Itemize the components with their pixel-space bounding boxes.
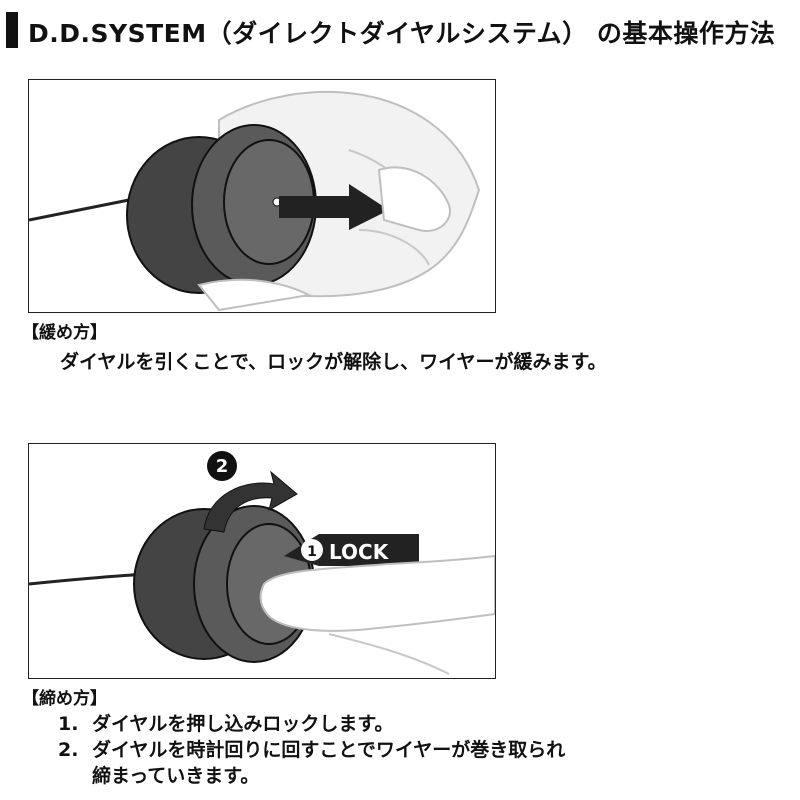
- step-1-badge: [301, 539, 323, 561]
- wire: [29, 196, 140, 222]
- page-title: D.D.SYSTEM（ダイレクトダイヤルシステム） の基本操作方法: [28, 19, 776, 48]
- step-number: 2.: [58, 739, 79, 761]
- loosen-heading: 【緩め方】: [22, 323, 107, 343]
- step-text: ダイヤルを押し込みロックします。: [92, 713, 394, 735]
- step-2-badge: [207, 451, 237, 481]
- tighten-illustration-panel: 2 1 LOCK: [28, 443, 496, 679]
- tighten-illustration: 2 1 LOCK: [29, 451, 495, 675]
- step-number: 1.: [58, 713, 79, 735]
- loosen-illustration-panel: [28, 79, 496, 313]
- rotate-arrow-icon: [203, 470, 298, 533]
- tighten-heading: 【締め方】: [22, 689, 107, 709]
- wire: [29, 572, 150, 586]
- tighten-steps: 1. ダイヤルを押し込みロックします。 2. ダイヤルを時計回りに回すことでワイ…: [58, 711, 565, 789]
- step-2-badge-label: 2: [216, 456, 229, 477]
- step-item: 1. ダイヤルを押し込みロックします。: [58, 711, 565, 737]
- loosen-illustration: [29, 90, 481, 312]
- step-item: 2. ダイヤルを時計回りに回すことでワイヤーが巻き取られ 締まっていきます。: [58, 737, 565, 789]
- loosen-description: ダイヤルを引くことで、ロックが解除し、ワイヤーが緩みます。: [60, 351, 607, 373]
- finger-outline: [259, 554, 495, 632]
- title-accent-bar: [6, 12, 18, 48]
- lock-label: LOCK: [329, 540, 390, 564]
- step-1-badge-label: 1: [307, 544, 317, 560]
- pull-arrow-icon: [279, 184, 389, 230]
- finger-outline: [377, 166, 451, 232]
- step-text: ダイヤルを時計回りに回すことでワイヤーが巻き取られ 締まっていきます。: [92, 739, 566, 787]
